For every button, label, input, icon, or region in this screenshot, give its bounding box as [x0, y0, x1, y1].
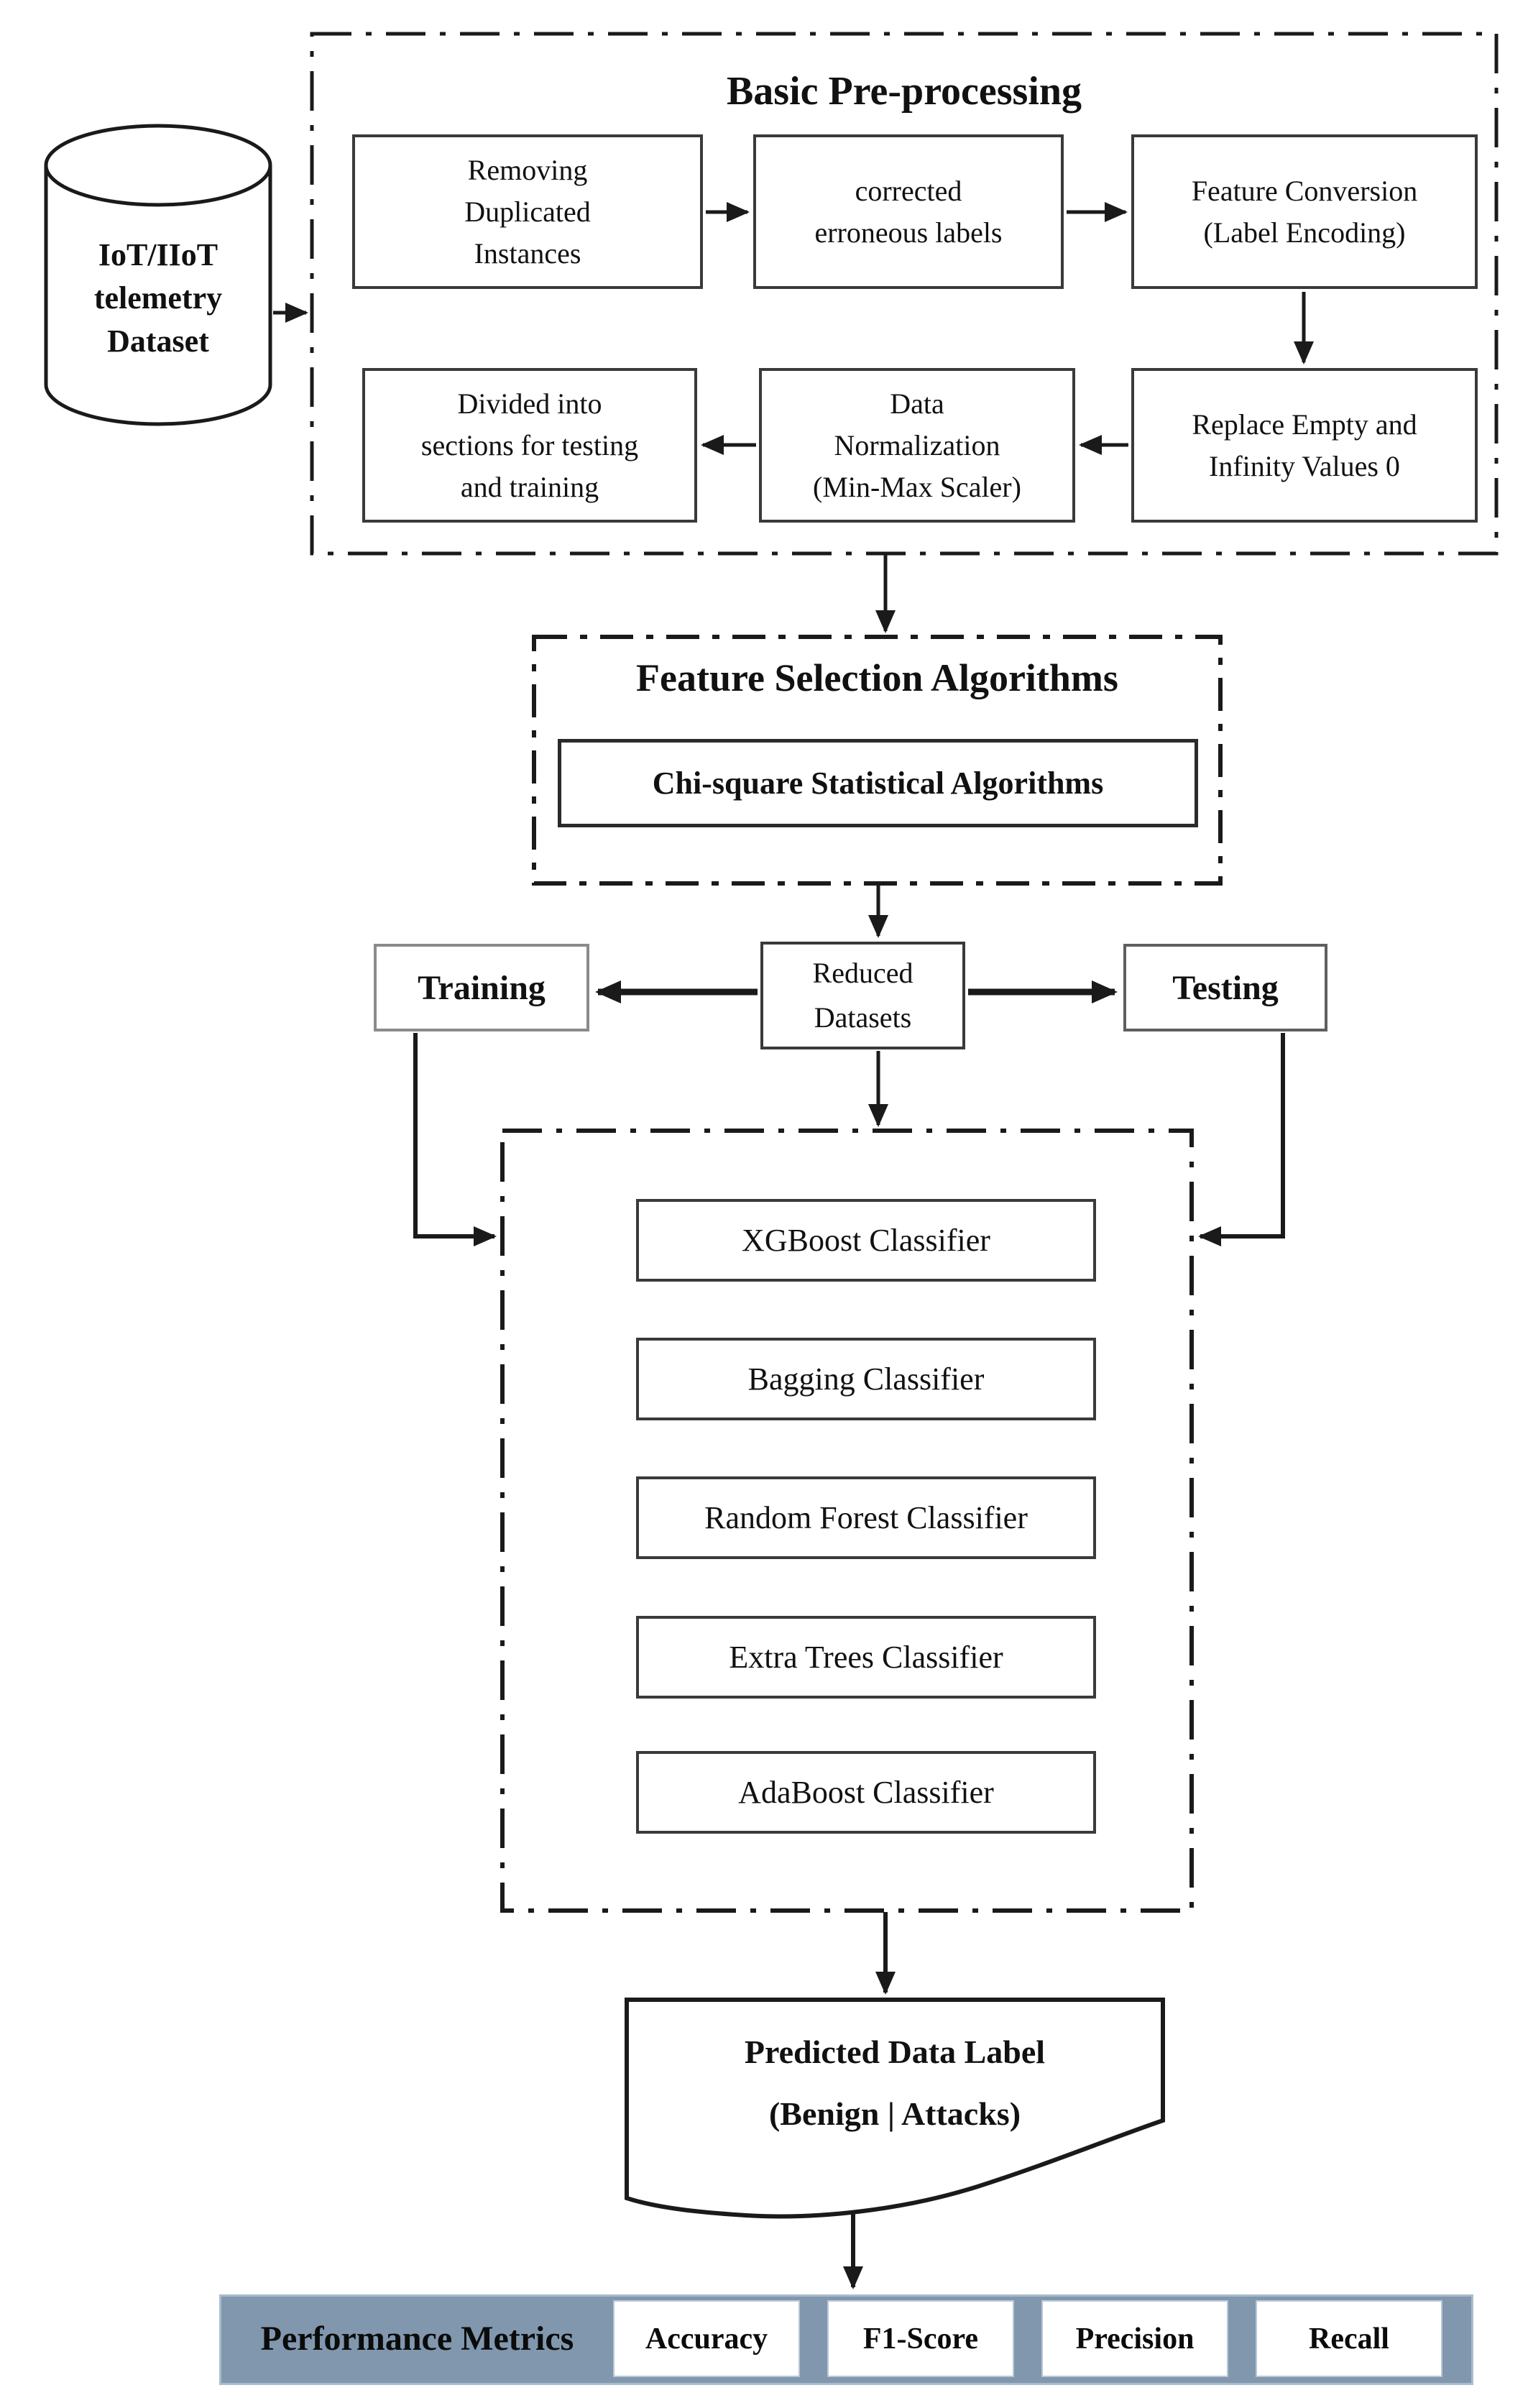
- prediction-document-label: Predicted Data Label (Benign | Attacks): [744, 2034, 1046, 2132]
- step-divided-into-sections: Divided into sections for testing and tr…: [362, 368, 697, 523]
- metric-cell-accuracy: Accuracy: [613, 2300, 800, 2377]
- database-cylinder-shape: [44, 124, 272, 426]
- metric-cell-precision: Precision: [1041, 2300, 1228, 2377]
- performance-metrics-bar: Performance Metrics Accuracy F1-Score Pr…: [219, 2294, 1473, 2385]
- classifier-extra-trees-box: Extra Trees Classifier: [636, 1616, 1096, 1699]
- chi-square-box: Chi-square Statistical Algorithms: [558, 739, 1198, 827]
- feature-selection-group-title: Feature Selection Algorithms: [636, 656, 1118, 699]
- preprocessing-group-border: [310, 32, 1499, 556]
- performance-metrics-title: Performance Metrics: [260, 2320, 574, 2358]
- dataset-cylinder-label: IoT/IIoT telemetry Dataset: [93, 237, 223, 359]
- prediction-document-shape: [625, 1998, 1165, 2219]
- step-data-normalization: Data Normalization (Min-Max Scaler): [759, 368, 1075, 523]
- feature-selection-group-border: [532, 635, 1223, 886]
- metric-cell-f1-score: F1-Score: [827, 2300, 1014, 2377]
- arrow-testing-to-classifiers: [1198, 1033, 1285, 1246]
- classifier-bagging-box: Bagging Classifier: [636, 1338, 1096, 1420]
- classifier-xgboost-box: XGBoost Classifier: [636, 1199, 1096, 1282]
- reduced-datasets-box: Reduced Datasets: [760, 942, 965, 1049]
- step-corrected-erroneous-labels: corrected erroneous labels: [753, 134, 1064, 289]
- training-box: Training: [374, 944, 589, 1031]
- classifiers-group-border: [500, 1129, 1194, 1913]
- step-feature-conversion: Feature Conversion (Label Encoding): [1131, 134, 1478, 289]
- classifier-adaboost-box: AdaBoost Classifier: [636, 1751, 1096, 1834]
- classifier-random-forest-box: Random Forest Classifier: [636, 1476, 1096, 1559]
- step-replace-empty-infinity: Replace Empty and Infinity Values 0: [1131, 368, 1478, 523]
- step-removing-duplicated-instances: Removing Duplicated Instances: [352, 134, 703, 289]
- metric-cell-recall: Recall: [1256, 2300, 1442, 2377]
- preprocessing-group-title: Basic Pre-processing: [726, 69, 1082, 114]
- testing-box: Testing: [1123, 944, 1327, 1031]
- arrow-training-to-classifiers: [413, 1033, 497, 1246]
